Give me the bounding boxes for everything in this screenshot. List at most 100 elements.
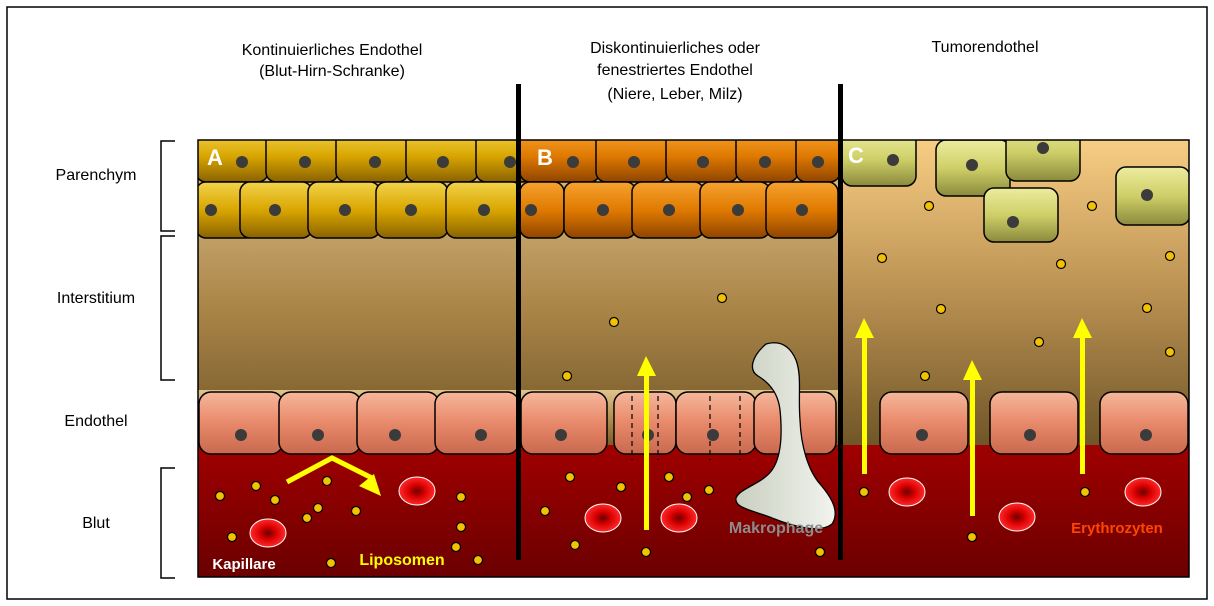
- nucleus: [628, 156, 640, 168]
- liposome: [474, 556, 483, 565]
- endothel-cell: [676, 392, 756, 454]
- nucleus: [597, 204, 609, 216]
- nucleus: [663, 204, 675, 216]
- arrow-c3-shaft: [1080, 334, 1085, 474]
- panel-title-a-line1: Kontinuierliches Endothel: [242, 42, 423, 59]
- label-kapillare: Kapillare: [212, 556, 275, 573]
- liposome: [937, 305, 946, 314]
- layer-label-parenchym: Parenchym: [56, 167, 137, 184]
- arrow-b-shaft: [644, 372, 649, 530]
- panel-title-b-line2: fenestriertes Endothel: [597, 62, 753, 79]
- nucleus: [887, 154, 899, 166]
- liposome: [228, 533, 237, 542]
- nucleus: [299, 156, 311, 168]
- nucleus: [759, 156, 771, 168]
- liposome: [921, 372, 930, 381]
- panel-title-b-line3: (Niere, Leber, Milz): [607, 86, 742, 103]
- nucleus: [478, 204, 490, 216]
- liposome: [252, 482, 261, 491]
- liposome: [1143, 304, 1152, 313]
- nucleus: [369, 156, 381, 168]
- nucleus: [1037, 142, 1049, 154]
- panel-separator-ab: [516, 84, 521, 560]
- nucleus: [916, 429, 928, 441]
- erythrocyte: [889, 478, 925, 506]
- nucleus: [205, 204, 217, 216]
- arrow-c2-shaft: [970, 376, 975, 516]
- liposome: [563, 372, 572, 381]
- nucleus: [1140, 429, 1152, 441]
- endothel-cells: [199, 392, 1188, 454]
- liposome: [323, 477, 332, 486]
- nucleus: [812, 156, 824, 168]
- liposome: [816, 548, 825, 557]
- endothel-cell: [990, 392, 1078, 454]
- endothel-cell: [199, 392, 283, 454]
- panel-title-a-line2: (Blut-Hirn-Schranke): [259, 63, 405, 80]
- liposome: [642, 548, 651, 557]
- liposome: [1166, 348, 1175, 357]
- liposome: [860, 488, 869, 497]
- endothel-cell: [1100, 392, 1188, 454]
- liposome: [610, 318, 619, 327]
- nucleus: [405, 204, 417, 216]
- panel-title-c: Tumorendothel: [931, 39, 1038, 56]
- liposome: [541, 507, 550, 516]
- liposome: [705, 486, 714, 495]
- erythrocyte: [585, 504, 621, 532]
- nucleus: [567, 156, 579, 168]
- liposome: [617, 483, 626, 492]
- panel-letter-a: A: [207, 145, 223, 170]
- nucleus: [475, 429, 487, 441]
- nucleus: [236, 156, 248, 168]
- liposome: [303, 514, 312, 523]
- nucleus: [555, 429, 567, 441]
- nucleus: [437, 156, 449, 168]
- liposome: [314, 504, 323, 513]
- nucleus: [1141, 189, 1153, 201]
- panel-separator-bc: [838, 84, 843, 560]
- liposome: [665, 473, 674, 482]
- liposome: [1057, 260, 1066, 269]
- liposome: [1035, 338, 1044, 347]
- panel-letter-b: B: [537, 145, 553, 170]
- nucleus: [707, 429, 719, 441]
- liposome: [271, 496, 280, 505]
- nucleus: [796, 204, 808, 216]
- nucleus: [966, 159, 978, 171]
- liposome: [1166, 252, 1175, 261]
- nucleus: [697, 156, 709, 168]
- label-erythrozyten: Erythrozyten: [1071, 520, 1163, 537]
- liposome: [1088, 202, 1097, 211]
- erythrocyte: [250, 519, 286, 547]
- nucleus: [269, 204, 281, 216]
- panel-letter-c: C: [848, 143, 864, 168]
- layer-label-blut: Blut: [82, 515, 110, 532]
- endothel-cell: [880, 392, 968, 454]
- liposome: [352, 507, 361, 516]
- erythrocyte: [1125, 478, 1161, 506]
- erythrocyte: [661, 504, 697, 532]
- layer-label-interstitium: Interstitium: [57, 290, 135, 307]
- arrow-c1-shaft: [862, 334, 867, 474]
- nucleus: [525, 204, 537, 216]
- liposome: [457, 493, 466, 502]
- liposome: [216, 492, 225, 501]
- parenchym-cells-a: [196, 130, 532, 238]
- liposome: [683, 493, 692, 502]
- layer-label-endothel: Endothel: [64, 413, 127, 430]
- liposome: [452, 543, 461, 552]
- liposome: [925, 202, 934, 211]
- label-makrophage: Makrophage: [729, 520, 823, 537]
- liposome: [566, 473, 575, 482]
- parenchym-cells-b: [520, 130, 840, 238]
- nucleus: [312, 429, 324, 441]
- tumor-cell: [1116, 167, 1190, 225]
- liposome: [571, 541, 580, 550]
- nucleus: [1024, 429, 1036, 441]
- endothel-cell: [357, 392, 439, 454]
- liposome: [878, 254, 887, 263]
- nucleus: [339, 204, 351, 216]
- nucleus: [1007, 216, 1019, 228]
